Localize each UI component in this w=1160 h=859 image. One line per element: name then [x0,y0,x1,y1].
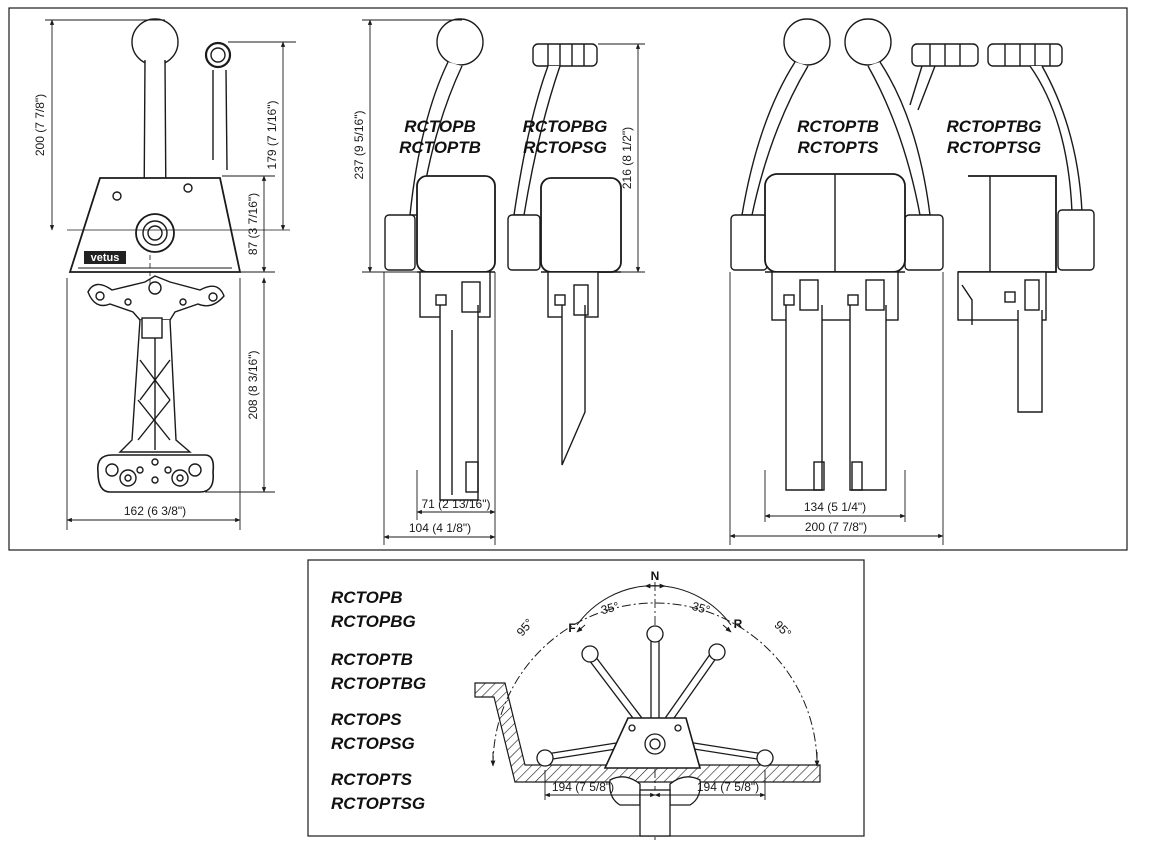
dim-left: 194 (7 5/8") [552,780,614,794]
dim-lever-height: 179 (7 1/16") [265,101,279,170]
dim-body-width: 71 (2 13/16") [422,497,491,511]
model-group-label: RCTOPTB [331,650,413,669]
model-label: RCTOPBG [523,117,608,136]
model-label: RCTOPTBG [946,117,1041,136]
dim-inner-width-double: 134 (5 1/4") [804,500,866,514]
model-label: RCTOPB [404,117,475,136]
front-view [67,18,290,493]
model-group-label: RCTOPTSG [331,794,425,813]
model-group-label: RCTOPSG [331,734,415,753]
model-label: RCTOPTSG [947,138,1041,157]
angle-max-left: 95° [514,616,537,639]
position-neutral: N [651,569,660,583]
vetus-logo: vetus [91,252,120,264]
dim-front-width: 162 (6 3/8") [124,504,186,518]
dim-right: 194 (7 5/8") [697,780,759,794]
model-group-label: RCTOPS [331,710,402,729]
angle-forward: 35° [599,599,620,617]
model-group-label: RCTOPTS [331,770,413,789]
model-group-label: RCTOPBG [331,612,416,631]
dim-handle-height: 200 (7 7/8") [33,94,47,156]
dim-housing-height: 87 (3 7/16") [246,193,260,255]
angle-max-right: 95° [771,618,794,641]
model-label: RCTOPSG [523,138,607,157]
angle-reverse: 35° [690,599,711,617]
travel-diagram [474,582,821,840]
dim-under-depth: 208 (8 3/16") [246,351,260,420]
dim-overall-width-double: 200 (7 7/8") [805,520,867,534]
side-view-double [730,18,1095,491]
dim-height-ball: 237 (9 5/16") [352,111,366,180]
model-group-label: RCTOPB [331,588,402,607]
front-knob [131,18,179,66]
model-label: RCTOPTB [797,117,879,136]
dim-height-grip: 216 (8 1/2") [620,127,634,189]
position-forward: F [568,621,575,635]
bottom-panel-frame [307,559,865,837]
model-group-label: RCTOPTBG [331,674,426,693]
model-label: RCTOPTS [798,138,880,157]
top-panel-frame [8,7,1128,551]
model-label: RCTOPTB [399,138,481,157]
side-view-single [384,18,622,501]
dim-overall-width-single: 104 (4 1/8") [409,521,471,535]
position-reverse: R [734,617,743,631]
